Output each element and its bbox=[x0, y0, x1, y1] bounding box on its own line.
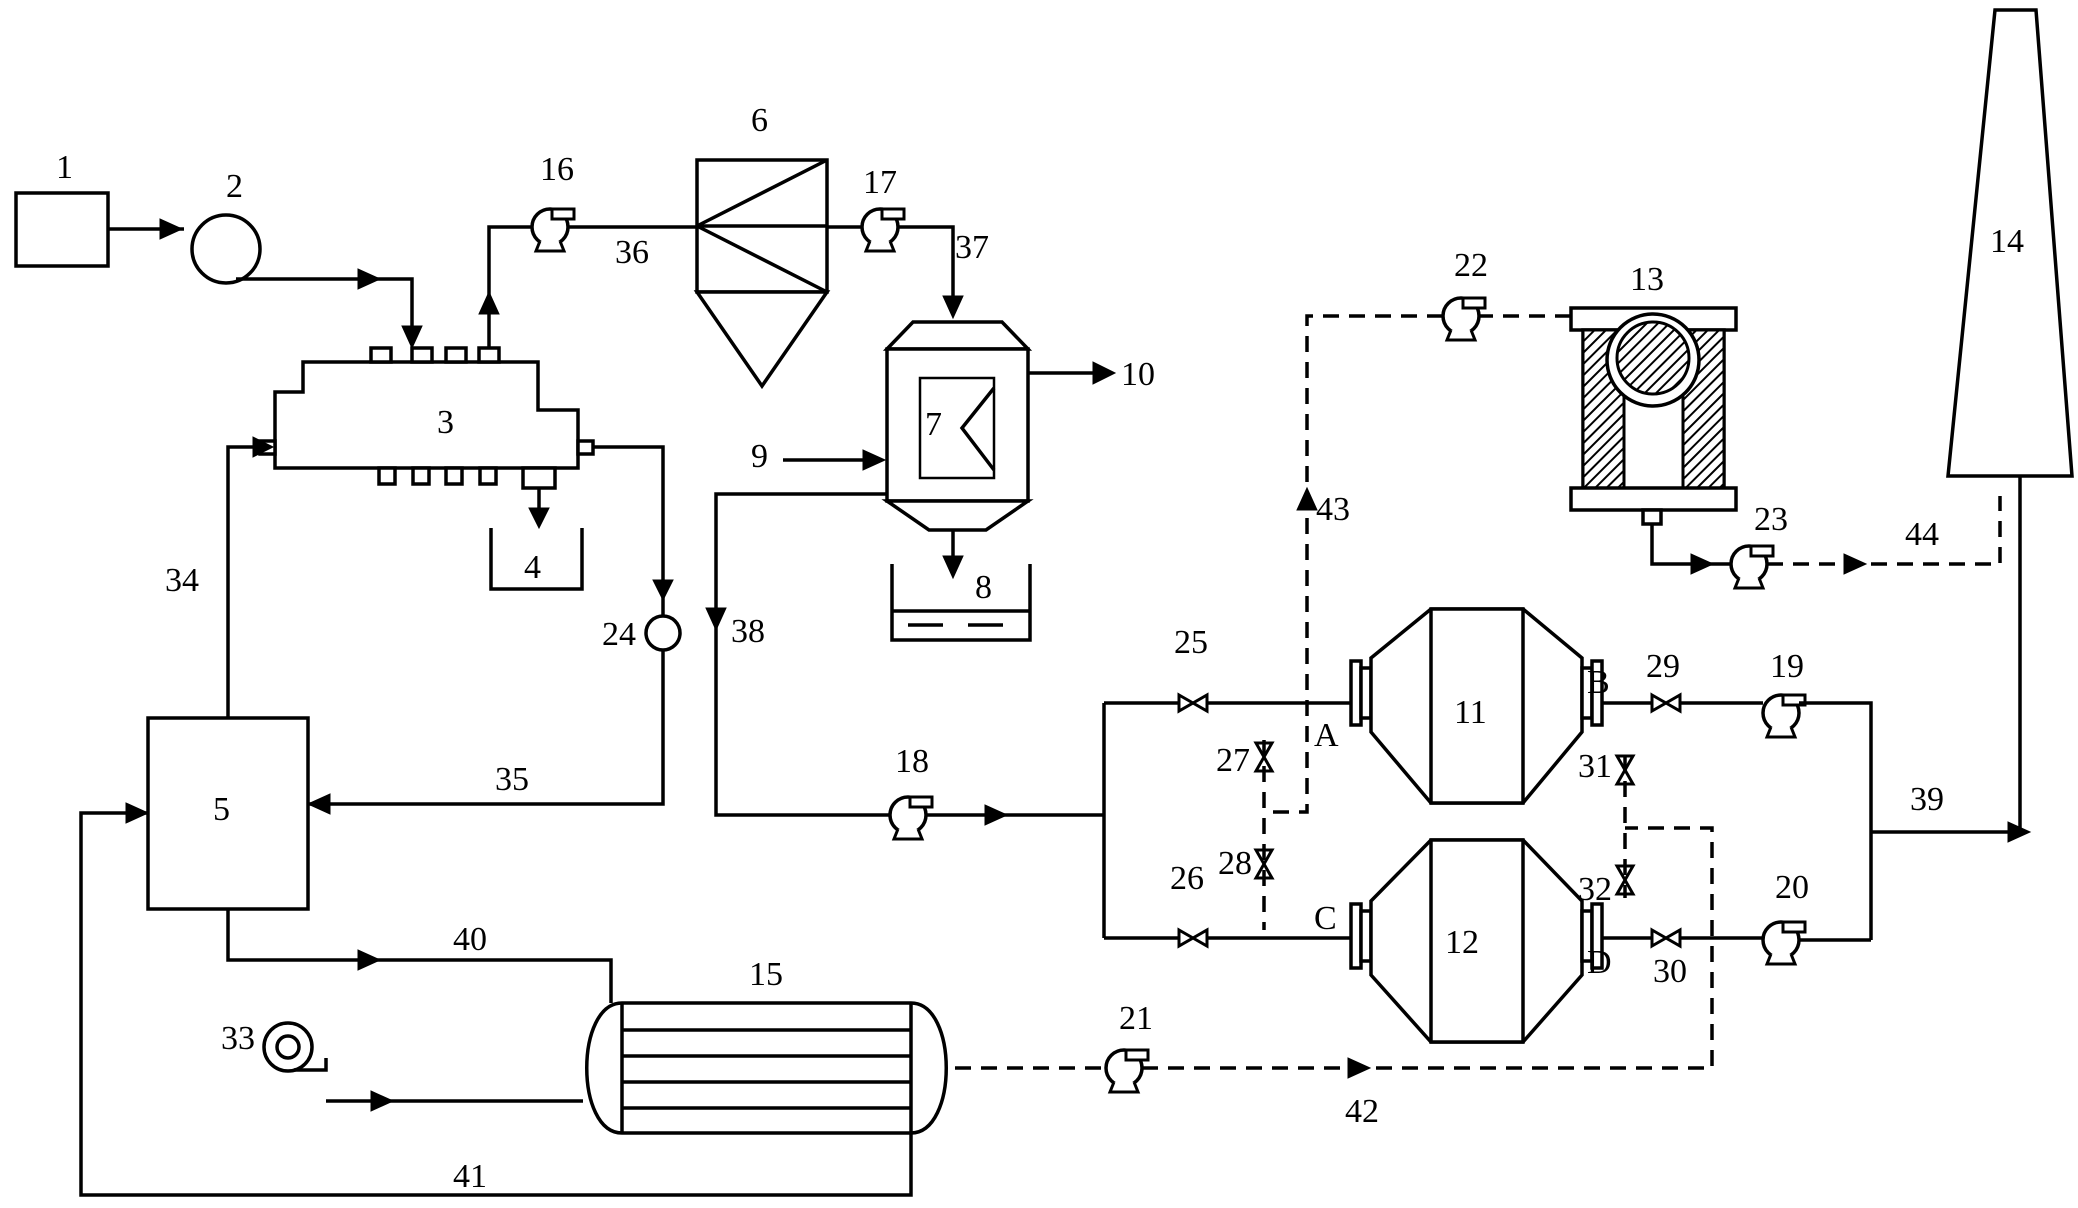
label-13: 13 bbox=[1630, 261, 1664, 298]
equipment-12-adsorber bbox=[1349, 838, 1604, 1044]
label-3: 3 bbox=[437, 404, 454, 441]
label-40: 40 bbox=[453, 921, 487, 958]
label-18: 18 bbox=[895, 743, 929, 780]
label-16: 16 bbox=[540, 151, 574, 188]
label-38: 38 bbox=[731, 613, 765, 650]
pump-23 bbox=[1729, 544, 1775, 590]
label-15: 15 bbox=[749, 956, 783, 993]
valve-26 bbox=[1177, 928, 1209, 948]
equipment-8-liquid-collector bbox=[890, 564, 1032, 642]
label-12: 12 bbox=[1445, 924, 1479, 961]
valve-25 bbox=[1177, 693, 1209, 713]
flow-arrows bbox=[125, 218, 2032, 1112]
label-24: 24 bbox=[602, 616, 636, 653]
equipment-3-distributor bbox=[258, 346, 595, 490]
port-label-c: C bbox=[1314, 900, 1337, 937]
label-4: 4 bbox=[524, 549, 541, 586]
equipment-11-adsorber bbox=[1349, 607, 1604, 805]
label-10: 10 bbox=[1121, 356, 1155, 393]
label-2: 2 bbox=[226, 168, 243, 205]
dashed-pipelines bbox=[955, 314, 2002, 1070]
label-44: 44 bbox=[1905, 516, 1939, 553]
label-42: 42 bbox=[1345, 1093, 1379, 1130]
pump-19 bbox=[1761, 693, 1807, 739]
label-7: 7 bbox=[925, 406, 942, 443]
label-9: 9 bbox=[751, 438, 768, 475]
valve-30 bbox=[1650, 928, 1682, 948]
label-1: 1 bbox=[56, 149, 73, 186]
equipment-14-chimney bbox=[1946, 8, 2074, 478]
port-label-d: D bbox=[1587, 944, 1612, 981]
pump-17 bbox=[860, 207, 906, 253]
label-30: 30 bbox=[1653, 953, 1687, 990]
label-22: 22 bbox=[1454, 247, 1488, 284]
labels: 1 2 3 4 5 6 7 8 9 10 11 12 13 14 15 16 1… bbox=[56, 102, 2024, 1195]
pump-20 bbox=[1761, 920, 1807, 966]
equipment-33-blower bbox=[262, 1021, 328, 1073]
label-19: 19 bbox=[1770, 648, 1804, 685]
equipment-13-furnace bbox=[1569, 306, 1738, 526]
label-17: 17 bbox=[863, 164, 897, 201]
label-36: 36 bbox=[615, 234, 649, 271]
label-5: 5 bbox=[213, 791, 230, 828]
label-32: 32 bbox=[1578, 871, 1612, 908]
label-21: 21 bbox=[1119, 1000, 1153, 1037]
label-11: 11 bbox=[1454, 694, 1487, 731]
label-33: 33 bbox=[221, 1020, 255, 1057]
pump-24 bbox=[644, 614, 682, 652]
pump-21 bbox=[1104, 1048, 1150, 1094]
label-8: 8 bbox=[975, 569, 992, 606]
pump-22 bbox=[1441, 296, 1487, 342]
valve-29 bbox=[1650, 693, 1682, 713]
equipment-1-feed-box bbox=[14, 191, 110, 268]
equipment-4-collection-tray bbox=[489, 528, 584, 591]
equipment-2-feed-pump bbox=[190, 213, 262, 285]
port-label-a: A bbox=[1314, 717, 1339, 754]
label-25: 25 bbox=[1174, 624, 1208, 661]
equipment-6-separator bbox=[693, 158, 831, 390]
equipment-15-heat-exchanger bbox=[585, 1001, 948, 1135]
pump-18 bbox=[888, 795, 934, 841]
label-14: 14 bbox=[1990, 223, 2024, 260]
label-31: 31 bbox=[1578, 748, 1612, 785]
label-35: 35 bbox=[495, 761, 529, 798]
pump-16 bbox=[530, 207, 576, 253]
label-34: 34 bbox=[165, 562, 199, 599]
label-26: 26 bbox=[1170, 860, 1204, 897]
label-29: 29 bbox=[1646, 648, 1680, 685]
label-6: 6 bbox=[751, 102, 768, 139]
label-43: 43 bbox=[1316, 491, 1350, 528]
label-28: 28 bbox=[1218, 845, 1252, 882]
equipment-7-condenser bbox=[881, 320, 1034, 532]
equipment-5-tank bbox=[146, 716, 310, 911]
label-37: 37 bbox=[955, 229, 989, 266]
label-41: 41 bbox=[453, 1158, 487, 1195]
label-39: 39 bbox=[1910, 781, 1944, 818]
label-20: 20 bbox=[1775, 869, 1809, 906]
port-label-b: B bbox=[1587, 664, 1610, 701]
label-27: 27 bbox=[1216, 742, 1250, 779]
label-23: 23 bbox=[1754, 501, 1788, 538]
